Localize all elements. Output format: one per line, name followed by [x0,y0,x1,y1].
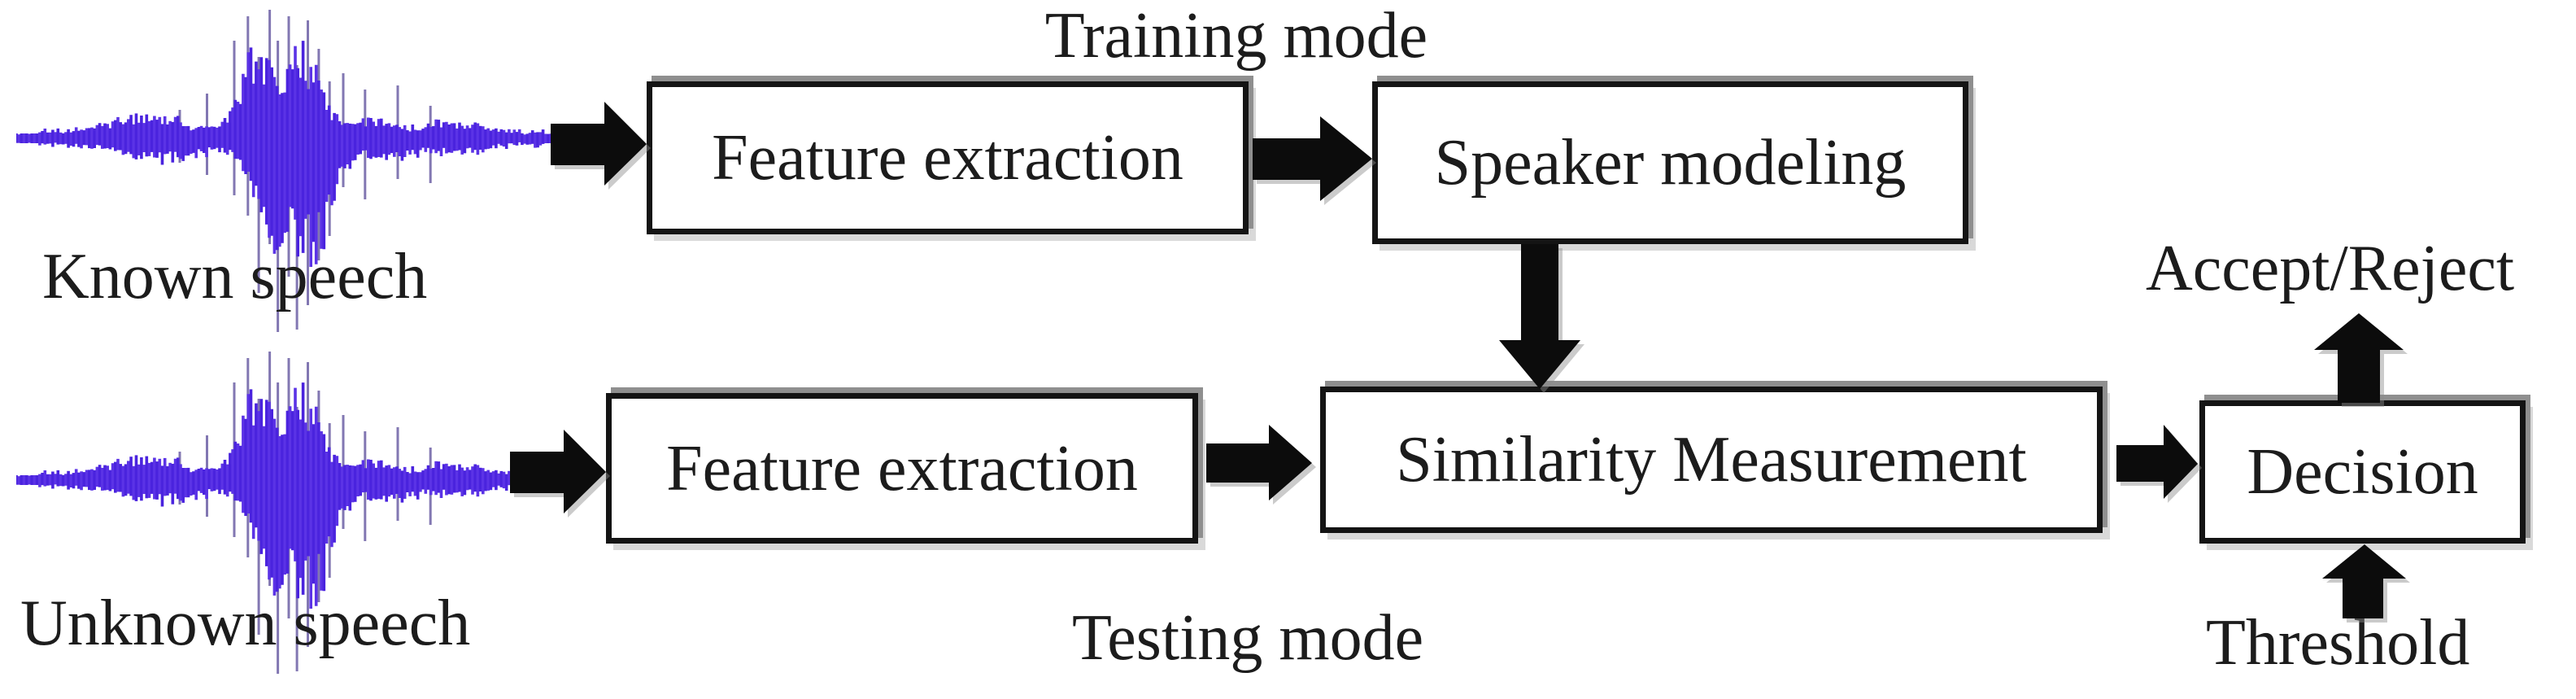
feature-extraction-testing-box-label: Feature extraction [666,432,1138,505]
arrow-speaker-modeling-to-similarity-icon [1495,244,1584,391]
known-speech-waveform-icon [16,10,561,332]
speaker-modeling-box: Speaker modeling [1372,81,1968,244]
decision-box: Decision [2199,400,2526,544]
arrow-known-speech-to-feature-extraction-icon [545,98,651,191]
arrow-threshold-to-decision-icon [2318,542,2412,618]
feature-extraction-training-box-label: Feature extraction [712,122,1183,194]
unknown-speech-waveform-icon [16,352,561,674]
similarity-measurement-box: Similarity Measurement [1320,387,2103,533]
decision-box-label: Decision [2247,436,2478,508]
training-mode-label: Training mode [1044,0,1428,72]
testing-mode-label: Testing mode [1072,602,1424,674]
arrow-feature-extraction-to-speaker-modeling-icon [1251,116,1375,202]
similarity-measurement-box-label: Similarity Measurement [1396,424,2027,496]
arrow-similarity-to-decision-icon [2111,423,2202,500]
known-speech-label: Known speech [42,241,428,312]
arrow-decision-to-accept-reject-icon [2310,312,2408,403]
accept-reject-label: Accept/Reject [2146,233,2515,304]
arrow-unknown-speech-to-feature-extraction-icon [504,427,610,517]
arrow-feature-extraction-to-similarity-icon [1202,423,1316,502]
feature-extraction-training-box: Feature extraction [647,81,1249,234]
speaker-modeling-box-label: Speaker modeling [1434,127,1907,199]
unknown-speech-label: Unknown speech [20,588,471,659]
threshold-label: Threshold [2206,607,2470,679]
feature-extraction-testing-box: Feature extraction [606,393,1198,544]
